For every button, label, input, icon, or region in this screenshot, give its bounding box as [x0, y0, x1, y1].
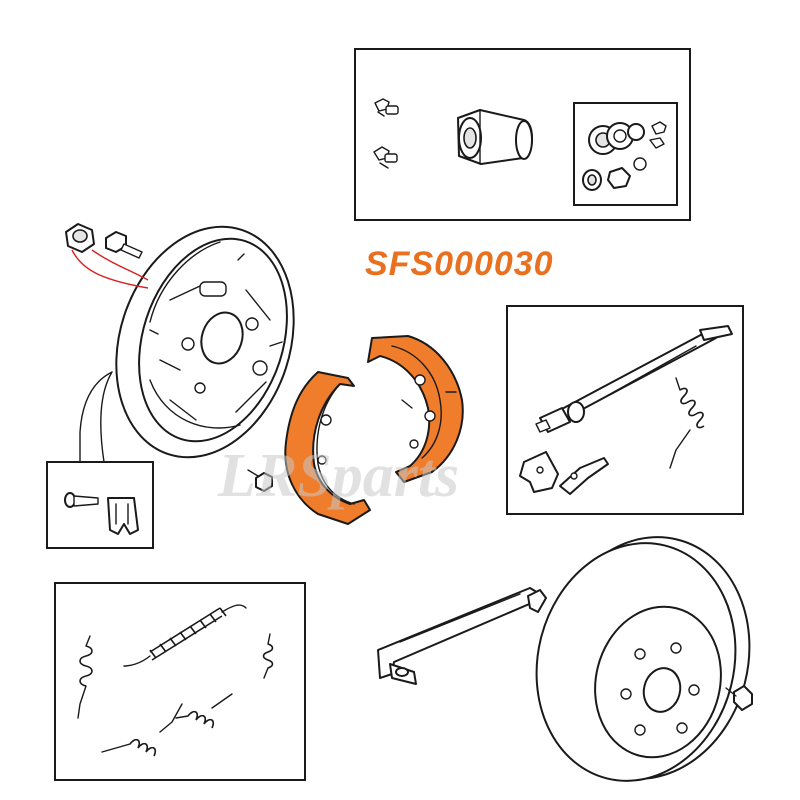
backing-plate-icon [115, 225, 295, 459]
short-spring-right-icon [262, 633, 274, 679]
brake-shoe-right [367, 335, 464, 483]
drum-retaining-screw-icon [725, 685, 753, 711]
bolt-icon [373, 146, 398, 169]
backing-plate-bolt-icon [105, 231, 143, 259]
brake-shoe-left [284, 371, 371, 525]
part-code-label: SFS000030 [365, 245, 554, 283]
adjuster-lever-icon [377, 587, 547, 685]
adjuster-screw-icon [247, 469, 273, 492]
lever-bracket-icon [519, 451, 609, 495]
adjuster-spring-icon [175, 693, 233, 729]
leader-line [79, 371, 113, 463]
retaining-clip-icon [107, 497, 139, 535]
lower-spring-icon [101, 703, 183, 757]
long-return-spring-icon [123, 604, 247, 667]
watermark-text: LRSparts [217, 442, 459, 510]
strut-spring-icon [669, 377, 705, 469]
hold-down-pin-icon [64, 492, 99, 508]
hold-down-kit-inset [46, 461, 154, 549]
callout-line [71, 249, 149, 289]
short-spring-left-icon [77, 635, 93, 719]
rubber-plug-icon [65, 223, 95, 253]
parking-brake-inset [506, 305, 744, 515]
brake-drum-icon [535, 536, 751, 782]
bleed-screw-icon [374, 98, 399, 117]
spring-kit-inset [54, 582, 306, 781]
brake-strut-icon [535, 325, 733, 433]
wheel-cylinder-icon [457, 109, 533, 165]
seal-kit-icon [582, 121, 667, 191]
wheel-cylinder-inset [354, 48, 691, 221]
